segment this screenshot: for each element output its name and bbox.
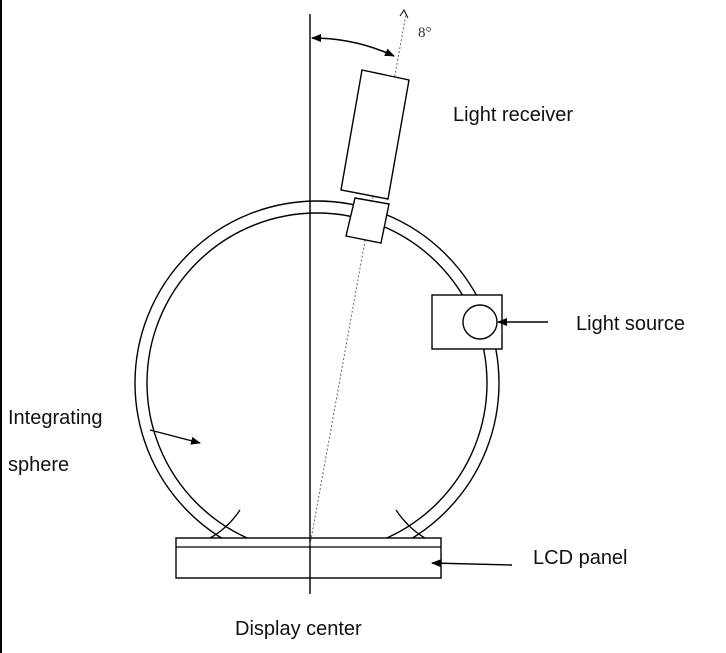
- sphere-inner-ring: [146, 212, 488, 554]
- angle-tick: [399, 9, 409, 19]
- label-light-source: Light source: [576, 313, 685, 335]
- sphere-outer-ring: [134, 200, 500, 566]
- sphere-support-right: [395, 509, 426, 539]
- light-receiver-nozzle: [345, 197, 390, 244]
- sphere-support-left: [209, 509, 241, 539]
- arrow-integrating-sphere: [149, 429, 201, 445]
- label-light-receiver: Light receiver: [453, 104, 574, 126]
- arrow-lcd-panel: [431, 559, 513, 568]
- label-display-center: Display center: [235, 618, 362, 640]
- angle-arc: [311, 34, 395, 57]
- label-integrating: Integrating: [8, 407, 103, 429]
- light-receiver-body: [340, 69, 410, 200]
- label-lcd-panel: LCD panel: [533, 547, 628, 569]
- label-sphere: sphere: [8, 454, 70, 476]
- lcd-panel-shape: [175, 537, 442, 579]
- label-angle: 8°: [418, 25, 432, 41]
- light-source-lamp: [462, 304, 498, 340]
